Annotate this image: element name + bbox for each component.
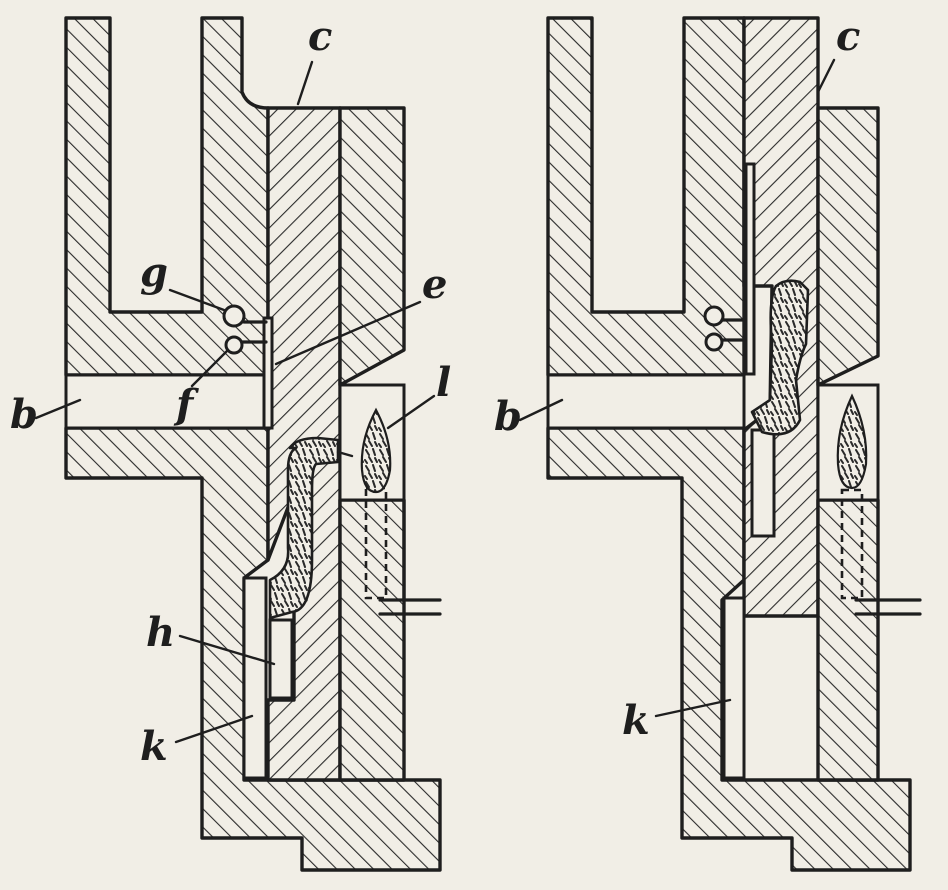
left-right-column xyxy=(338,106,406,387)
right-flame-icon xyxy=(836,393,868,490)
right-burner-pipe xyxy=(854,598,922,616)
left-label-l: l xyxy=(436,359,451,406)
left-gap-h xyxy=(268,618,294,700)
left-leader-c xyxy=(296,60,314,106)
left-label-h: h xyxy=(146,609,175,656)
right-leader-b xyxy=(518,398,564,422)
left-spray-line xyxy=(336,450,354,458)
right-label-k: k xyxy=(622,697,650,744)
left-leader-b xyxy=(34,398,82,420)
left-leader-h xyxy=(178,634,276,666)
left-gap-k xyxy=(242,576,268,780)
right-label-b: b xyxy=(494,393,522,440)
left-flame-icon xyxy=(360,407,392,494)
left-leader-f xyxy=(190,348,230,388)
left-burner-tube xyxy=(364,486,388,600)
right-molten-charge xyxy=(750,279,810,436)
left-panel: c g e b f l h k xyxy=(10,13,451,872)
right-gap-k xyxy=(722,596,746,780)
left-leader-e xyxy=(274,300,422,366)
left-roller-f-icon xyxy=(224,335,244,355)
right-label-c: c xyxy=(836,13,860,60)
left-roller-links xyxy=(240,320,268,344)
left-label-g: g xyxy=(140,249,168,296)
left-molten-charge xyxy=(268,436,340,620)
right-panel: c b k xyxy=(494,13,922,872)
left-label-c: c xyxy=(308,13,332,60)
left-leader-g xyxy=(168,288,226,312)
right-inner-gap xyxy=(750,428,776,538)
left-right-column-lower xyxy=(338,498,406,782)
right-right-column-lower xyxy=(816,498,880,782)
left-label-k: k xyxy=(140,723,168,770)
left-roller-g-icon xyxy=(222,304,246,328)
right-leader-c xyxy=(816,58,836,94)
left-label-b: b xyxy=(10,391,38,438)
right-right-column xyxy=(816,106,880,387)
left-channel-b xyxy=(64,373,270,430)
left-slot-e xyxy=(262,316,274,430)
right-roller-lower-icon xyxy=(704,332,724,352)
left-leader-k xyxy=(174,714,254,744)
right-roller-upper-icon xyxy=(703,305,725,327)
right-leader-k xyxy=(654,698,732,718)
right-roller-links xyxy=(720,318,746,342)
right-slot xyxy=(744,162,756,376)
left-label-e: e xyxy=(422,261,447,308)
right-burner-tube xyxy=(840,488,864,600)
left-leader-l xyxy=(386,394,436,430)
left-burner-pipe xyxy=(378,598,442,616)
right-channel-b xyxy=(546,373,746,430)
